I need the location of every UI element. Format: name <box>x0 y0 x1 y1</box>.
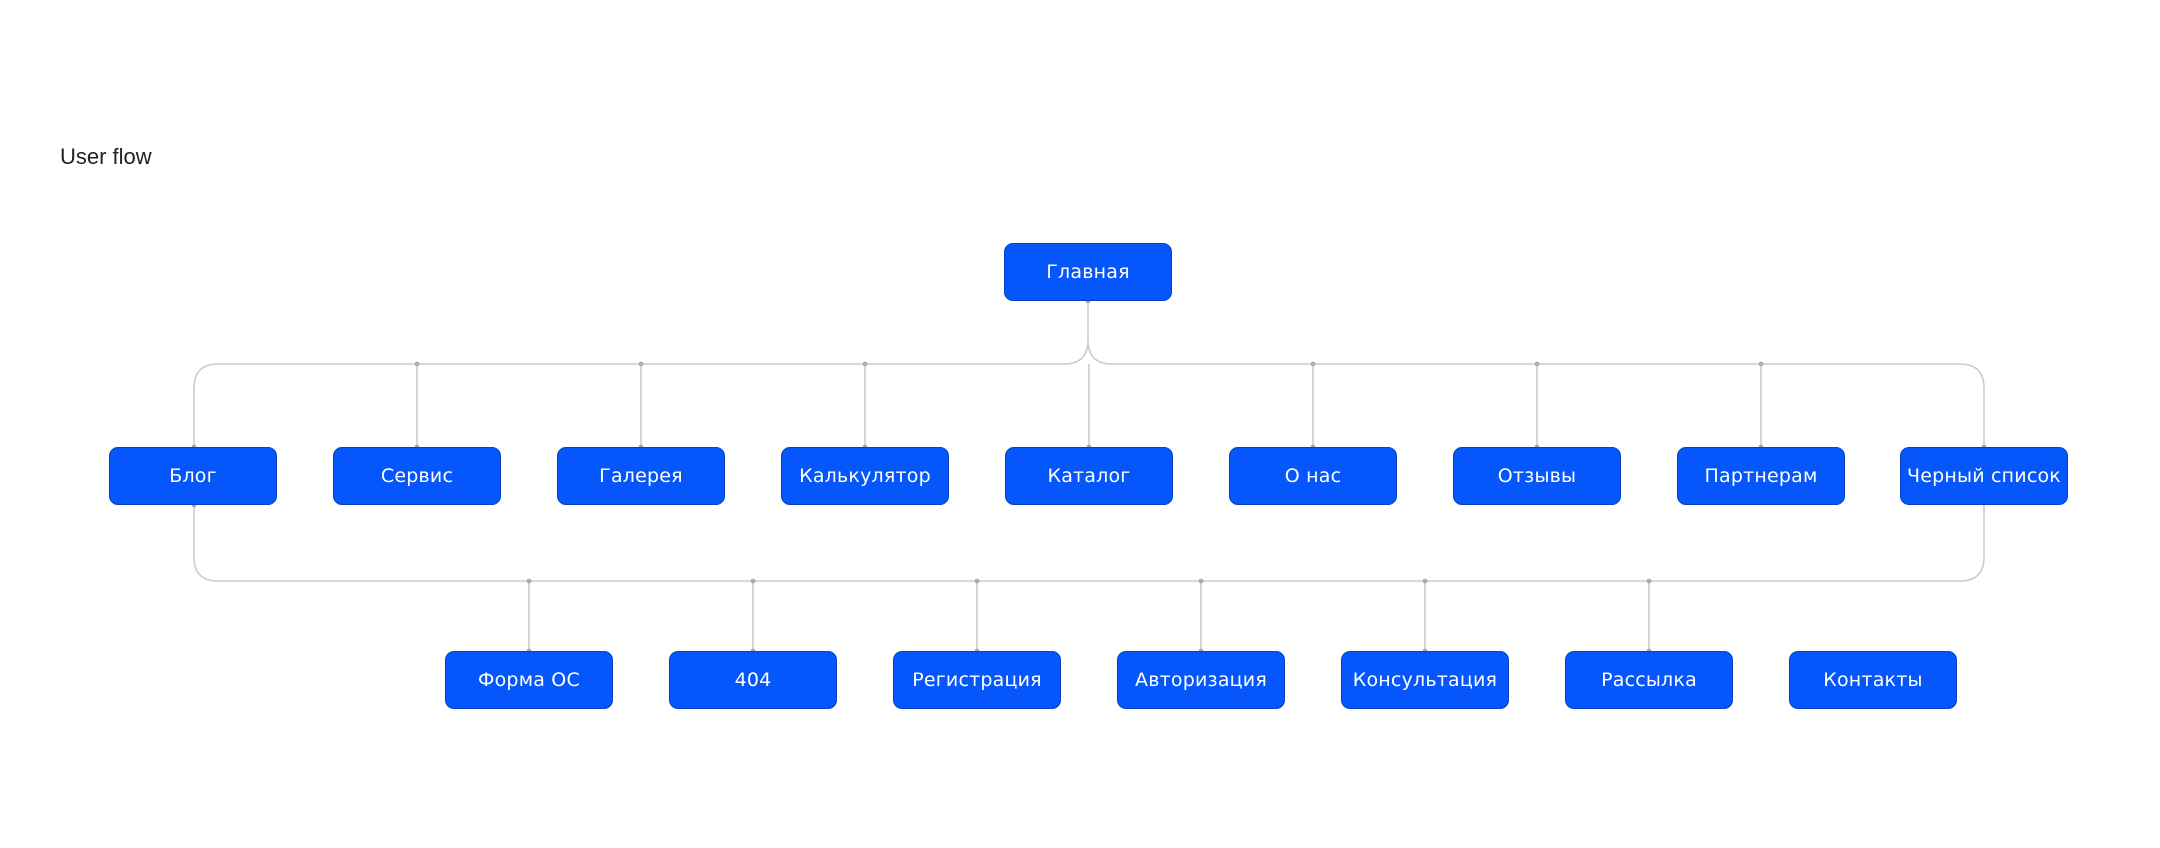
node-partners[interactable]: Партнерам <box>1677 447 1845 505</box>
node-404[interactable]: 404 <box>669 651 837 709</box>
node-blacklist[interactable]: Черный список <box>1900 447 2068 505</box>
node-service[interactable]: Сервис <box>333 447 501 505</box>
node-feedback-form[interactable]: Форма ОС <box>445 651 613 709</box>
junction-dot <box>1422 578 1428 584</box>
junction-dot <box>1534 361 1540 367</box>
junction-dot <box>974 578 980 584</box>
junction-dot <box>414 361 420 367</box>
junction-dot <box>1310 361 1316 367</box>
junction-dot <box>1198 578 1204 584</box>
node-calculator[interactable]: Калькулятор <box>781 447 949 505</box>
node-gallery[interactable]: Галерея <box>557 447 725 505</box>
node-reviews[interactable]: Отзывы <box>1453 447 1621 505</box>
node-mailing[interactable]: Рассылка <box>1565 651 1733 709</box>
node-catalog[interactable]: Каталог <box>1005 447 1173 505</box>
junction-dot <box>1646 578 1652 584</box>
junction-dot <box>526 578 532 584</box>
junction-dot <box>1758 361 1764 367</box>
page-title: User flow <box>60 144 152 169</box>
junction-dot <box>750 578 756 584</box>
junction-dot <box>862 361 868 367</box>
node-home[interactable]: Главная <box>1004 243 1172 301</box>
junction-dot <box>638 361 644 367</box>
node-authorization[interactable]: Авторизация <box>1117 651 1285 709</box>
connector-root-trunk-right <box>1087 339 1985 447</box>
node-blog[interactable]: Блог <box>109 447 277 505</box>
node-contacts[interactable]: Контакты <box>1789 651 1957 709</box>
node-consultation[interactable]: Консультация <box>1341 651 1509 709</box>
node-about[interactable]: О нас <box>1229 447 1397 505</box>
node-registration[interactable]: Регистрация <box>893 651 1061 709</box>
